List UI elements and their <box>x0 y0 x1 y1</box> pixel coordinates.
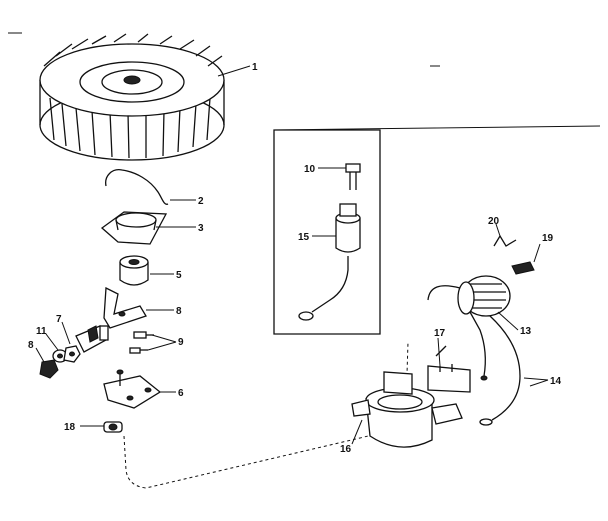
cam-plate-part-3 <box>100 211 168 245</box>
callout-2: 2 <box>198 196 204 207</box>
screw-part-9 <box>129 331 154 354</box>
callout-19: 19 <box>542 233 554 244</box>
callout-1: 1 <box>252 62 258 73</box>
leader-19 <box>533 243 541 263</box>
callout-11: 11 <box>36 326 47 337</box>
wire-clip-part-20 <box>493 234 517 247</box>
leader-14 <box>523 377 549 387</box>
condenser-part-15 <box>298 203 361 321</box>
callout-8-left: 8 <box>28 340 34 351</box>
spring-clip-part-2 <box>105 169 169 205</box>
coil-part-13 <box>427 275 511 381</box>
breaker-point-assembly <box>75 325 109 353</box>
nut-part-7 <box>63 345 81 363</box>
leader-1 <box>217 65 251 77</box>
callout-17: 17 <box>434 328 446 339</box>
leader-16 <box>351 419 363 445</box>
leader-9 <box>147 334 177 351</box>
nut-part-8-left <box>39 359 59 379</box>
mounting-plate-part-6 <box>103 369 162 409</box>
callout-10: 10 <box>304 164 316 175</box>
armature-part-17 <box>383 345 471 395</box>
leader-11 <box>45 333 59 351</box>
callout-20: 20 <box>488 216 500 227</box>
leader-20 <box>495 223 501 237</box>
grommet-part-18 <box>103 421 123 433</box>
callout-15: 15 <box>298 232 310 243</box>
bushing-part-5 <box>119 255 149 286</box>
callout-6: 6 <box>178 388 184 399</box>
leader-17 <box>437 337 441 367</box>
callout-5: 5 <box>176 270 182 281</box>
magneto-housing-part-16 <box>351 387 463 448</box>
lead-wire-part-14 <box>479 315 521 426</box>
callout-14: 14 <box>550 376 562 387</box>
leader-8-left <box>35 347 45 363</box>
callout-16: 16 <box>340 444 352 455</box>
callout-8: 8 <box>176 306 182 317</box>
breaker-arm-part-8 <box>103 286 147 329</box>
screw-part-10 <box>345 163 361 190</box>
callout-13: 13 <box>520 326 532 337</box>
flywheel-part-1 <box>39 33 225 161</box>
callout-3: 3 <box>198 223 204 234</box>
tab-part-19 <box>511 261 535 275</box>
callout-9: 9 <box>178 337 184 348</box>
inset-box <box>273 125 601 335</box>
leader-13 <box>497 311 519 331</box>
callout-7: 7 <box>56 314 62 325</box>
callout-18: 18 <box>64 422 76 433</box>
leader-7 <box>61 321 71 345</box>
